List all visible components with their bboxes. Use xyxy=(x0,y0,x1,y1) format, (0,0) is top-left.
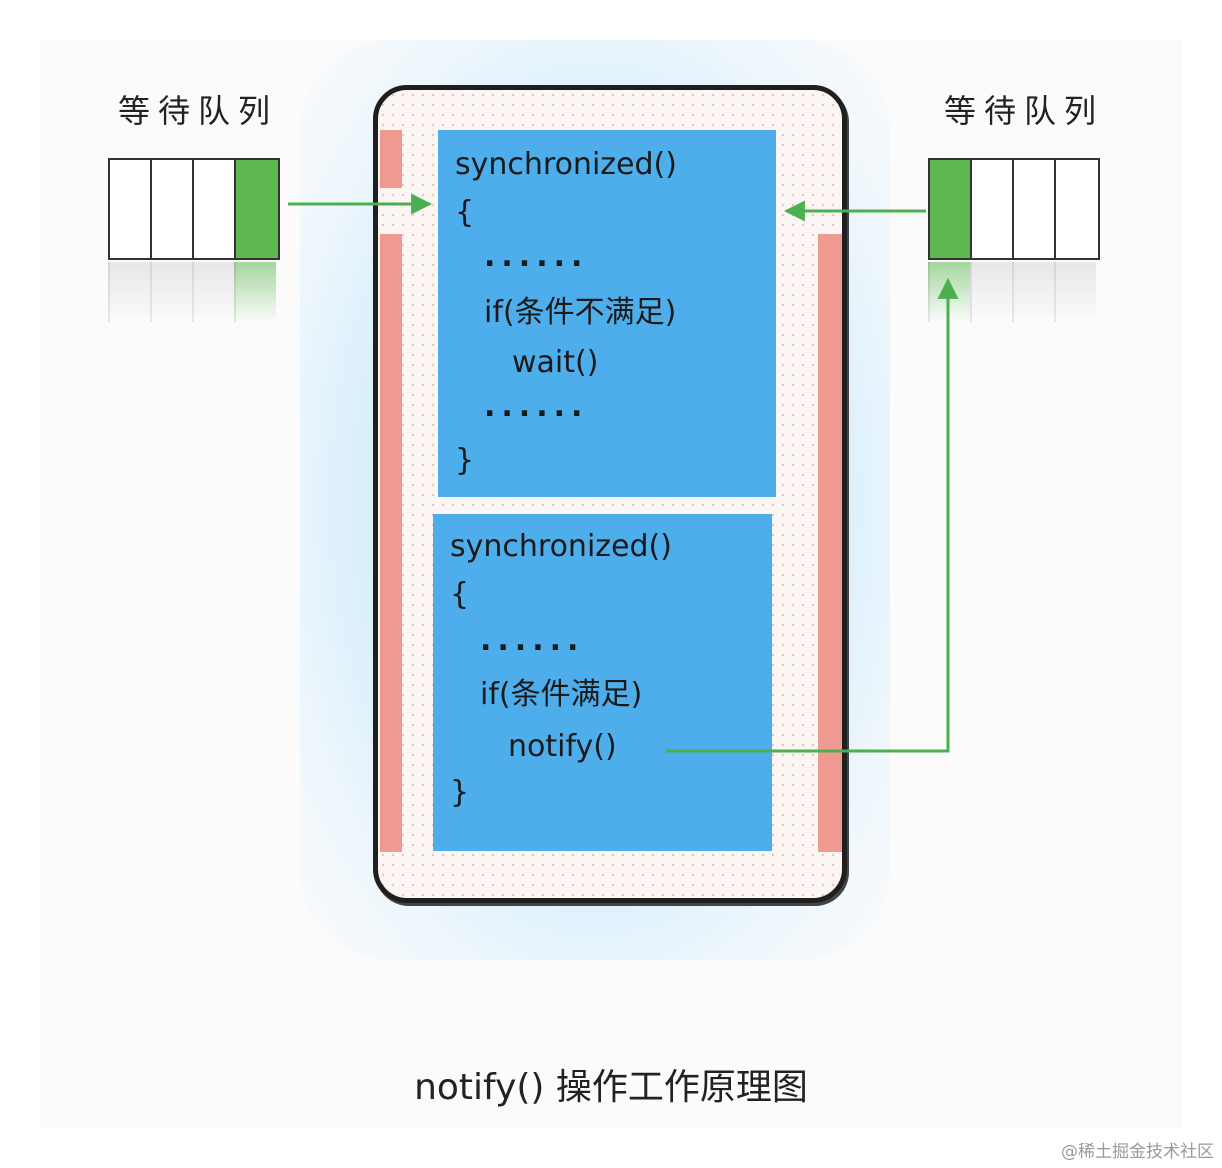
left-queue-label: 等待队列 xyxy=(118,92,279,130)
queue-slot xyxy=(194,160,236,258)
code-line: { xyxy=(455,195,475,230)
queue-slot-active xyxy=(236,160,278,258)
figure-caption: notify() 操作工作原理图 xyxy=(414,1067,808,1108)
code-line-wait: wait() xyxy=(512,345,599,380)
monitor-left-bar-top xyxy=(380,130,402,188)
code-ellipsis: ...... xyxy=(480,623,585,658)
code-line: if(条件不满足) xyxy=(484,295,677,330)
queue-slot xyxy=(972,160,1014,258)
notify-arrow xyxy=(666,277,959,753)
right-wait-queue xyxy=(928,158,1100,260)
queue-slot xyxy=(152,160,194,258)
watermark: @稀土掘金技术社区 xyxy=(1061,1142,1214,1162)
code-ellipsis: ...... xyxy=(484,239,589,274)
code-line: synchronized() xyxy=(450,529,672,564)
code-line: synchronized() xyxy=(455,147,677,182)
code-line-notify: notify() xyxy=(508,729,617,764)
right-queue-reflection xyxy=(928,262,1096,322)
left-wait-queue xyxy=(108,158,280,260)
queue-slot-active xyxy=(930,160,972,258)
right-queue-label: 等待队列 xyxy=(944,92,1105,130)
synchronized-block-wait xyxy=(438,130,776,497)
monitor-right-bar xyxy=(818,234,842,852)
code-ellipsis: ...... xyxy=(484,389,589,424)
code-line: if(条件满足) xyxy=(480,677,643,712)
synchronized-block-notify xyxy=(433,514,772,851)
monitor-left-bar xyxy=(380,234,402,852)
queue-slot xyxy=(1056,160,1098,258)
code-line: { xyxy=(450,577,470,612)
code-line: } xyxy=(450,775,470,810)
queue-slot xyxy=(1014,160,1056,258)
left-queue-reflection xyxy=(108,262,276,322)
code-line: } xyxy=(455,443,475,478)
queue-slot xyxy=(110,160,152,258)
